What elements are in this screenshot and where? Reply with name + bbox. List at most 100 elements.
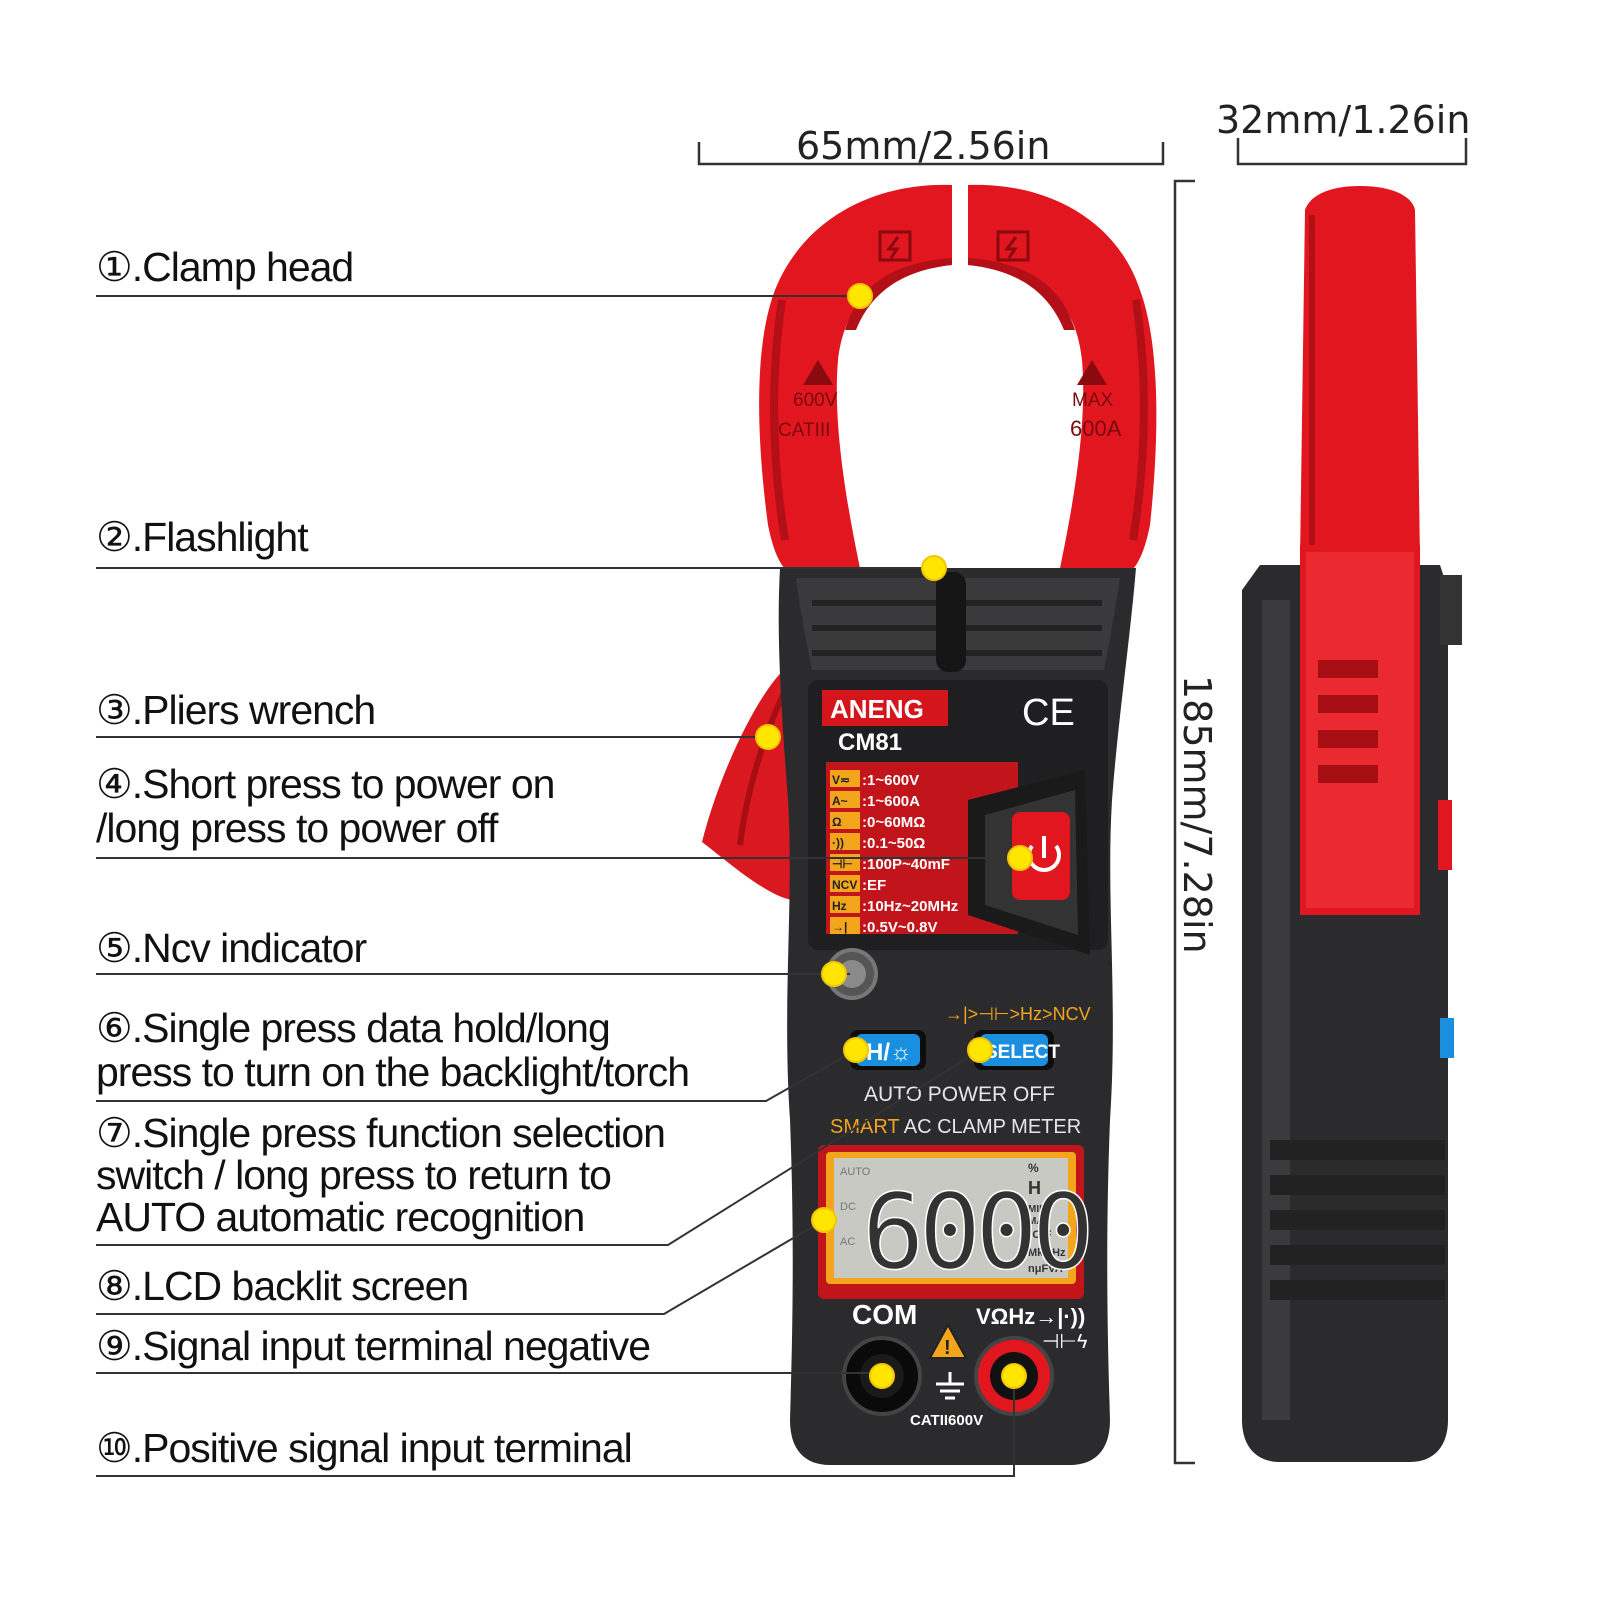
spec-tag-bg [830,917,860,934]
side-view [1242,186,1462,1462]
callout-lcd-screen: ⑧.LCD backlit screen [96,1263,469,1309]
callout-line: ⑩.Positive signal input terminal [96,1425,633,1471]
meter-title-smart: SMART [830,1116,899,1138]
spec-range: :100P~40mF [862,856,950,873]
marker-4 [1007,845,1033,871]
ground-icon [936,1372,964,1400]
callout-clamp-head: ①.Clamp head [96,244,354,290]
clamp-left-category: CATIII [778,420,830,441]
spec-tag: NCV [832,878,857,892]
lcd-right-indicator: H [1028,1178,1041,1198]
callout-negative-terminal: ⑨.Signal input terminal negative [96,1324,651,1368]
marker-1 [847,283,873,309]
callout-line: ⑧.LCD backlit screen [96,1263,469,1309]
lcd-right-indicator: °C°F [1028,1229,1052,1241]
callout-flashlight: ②.Flashlight [96,514,309,560]
callout-line: ⑤.Ncv indicator [96,925,367,971]
callout-hold-button: ⑥.Single press data hold/long press to t… [96,1005,690,1095]
model-number: CM81 [838,729,902,756]
spec-range: :0.1~50Ω [862,835,925,852]
marker-6 [843,1037,869,1063]
spec-tag: ⊣⊢ [832,857,853,871]
spec-range: :1~600V [862,772,919,789]
clamp-left-rating: 600V [793,390,838,411]
com-label: COM [852,1299,917,1330]
lcd-left-indicator: AC [840,1236,855,1248]
lcd-right-indicator: nμFVA [1028,1263,1063,1275]
spec-tag-bg [830,875,860,892]
hold-button-label: H/☼ [866,1039,912,1066]
spec-tag: A~ [832,794,848,808]
clamp-right-current: 600A [1070,416,1122,441]
leader-lines [96,295,1020,1477]
hold-button[interactable] [856,1034,920,1066]
callout-line: ④.Short press to power on [96,761,555,807]
callout-ncv-indicator: ⑤.Ncv indicator [96,925,367,971]
height-dimension: 185mm/7.28in [1175,675,1219,954]
spec-range: :1~600A [862,793,920,810]
warning-icon: ! [928,1322,968,1359]
spec-tag: ·)) [832,836,844,850]
callout-line: ①.Clamp head [96,244,354,290]
callout-select-button: ⑦.Single press function selection switch… [96,1112,666,1240]
marker-5 [821,961,847,987]
spec-range: :10Hz~20MHz [862,898,958,915]
svg-text:!: ! [944,1337,951,1359]
spec-range: :EF [862,877,886,894]
spec-tag: V≂ [832,773,850,787]
flashlight [936,572,966,672]
spec-tag-bg [830,791,860,808]
callout-markers [755,283,1033,1389]
lcd-right-indicator: MAX [1028,1216,1051,1227]
mode-order-label: →|>⊣⊢>Hz>NCV [945,1004,1091,1024]
brand-logo: ANENG [830,694,924,724]
spec-tag: Hz [832,899,847,913]
marker-10 [1001,1363,1027,1389]
callout-positive-terminal: ⑩.Positive signal input terminal [96,1425,633,1471]
lcd-right-indicator: MkΩHz [1028,1247,1066,1259]
lcd-left-indicator: AUTO [840,1166,871,1178]
callout-line: ③.Pliers wrench [96,687,376,733]
marker-2 [921,555,947,581]
ce-mark: CE [1022,692,1075,734]
v-terminal-label: VΩHz→|·)) [976,1304,1085,1329]
spec-tag: Ω [832,815,842,829]
clamp-right-max: MAX [1072,390,1114,411]
callout-pliers-wrench: ③.Pliers wrench [96,687,376,733]
spec-tag-bg [830,833,860,850]
callout-line: ②.Flashlight [96,514,309,560]
callout-line: /long press to power off [96,805,498,851]
dimension-lines [697,138,1468,1465]
spec-tag: →| [832,920,847,934]
power-button[interactable] [1012,812,1070,900]
auto-power-off-label: AUTO POWER OFF [864,1083,1055,1106]
spec-tag-bg [830,812,860,829]
marker-8 [811,1207,837,1233]
callout-line: ⑥.Single press data hold/long [96,1005,611,1051]
lcd-left-indicators: AUTO DC AC [840,1166,871,1248]
spec-range: :0.5V~0.8V [862,919,937,936]
select-button-label: SELECT [985,1042,1060,1063]
spec-list: V≂ :1~600V A~ :1~600A Ω :0~60MΩ ·)) :0.1~50Ω ⊣⊢:… [830,770,958,936]
meter-title-rest: AC CLAMP METER [899,1116,1081,1138]
spec-range: :0~60MΩ [862,814,925,831]
marker-9 [869,1363,895,1389]
marker-7 [967,1037,993,1063]
callout-line: switch / long press to return to [96,1152,612,1198]
clamp-head[interactable] [759,184,1157,578]
width-dimension: 65mm/2.56in [796,124,1051,168]
select-button[interactable] [980,1034,1048,1066]
v-terminal-label-2: ⊣⊢ϟ [1042,1331,1088,1353]
lcd-left-indicator: DC [840,1201,856,1213]
lcd-reading: 6000 [862,1171,1088,1293]
lcd-right-indicator: MIN [1028,1204,1046,1215]
marker-3 [755,724,781,750]
spec-tag-bg [830,896,860,913]
callout-line: press to turn on the backlight/torch [96,1049,690,1095]
spec-tag-bg [830,770,860,787]
cat-rating: CATII600V [910,1412,983,1429]
depth-dimension: 32mm/1.26in [1216,98,1471,142]
callout-line: AUTO automatic recognition [96,1194,585,1240]
